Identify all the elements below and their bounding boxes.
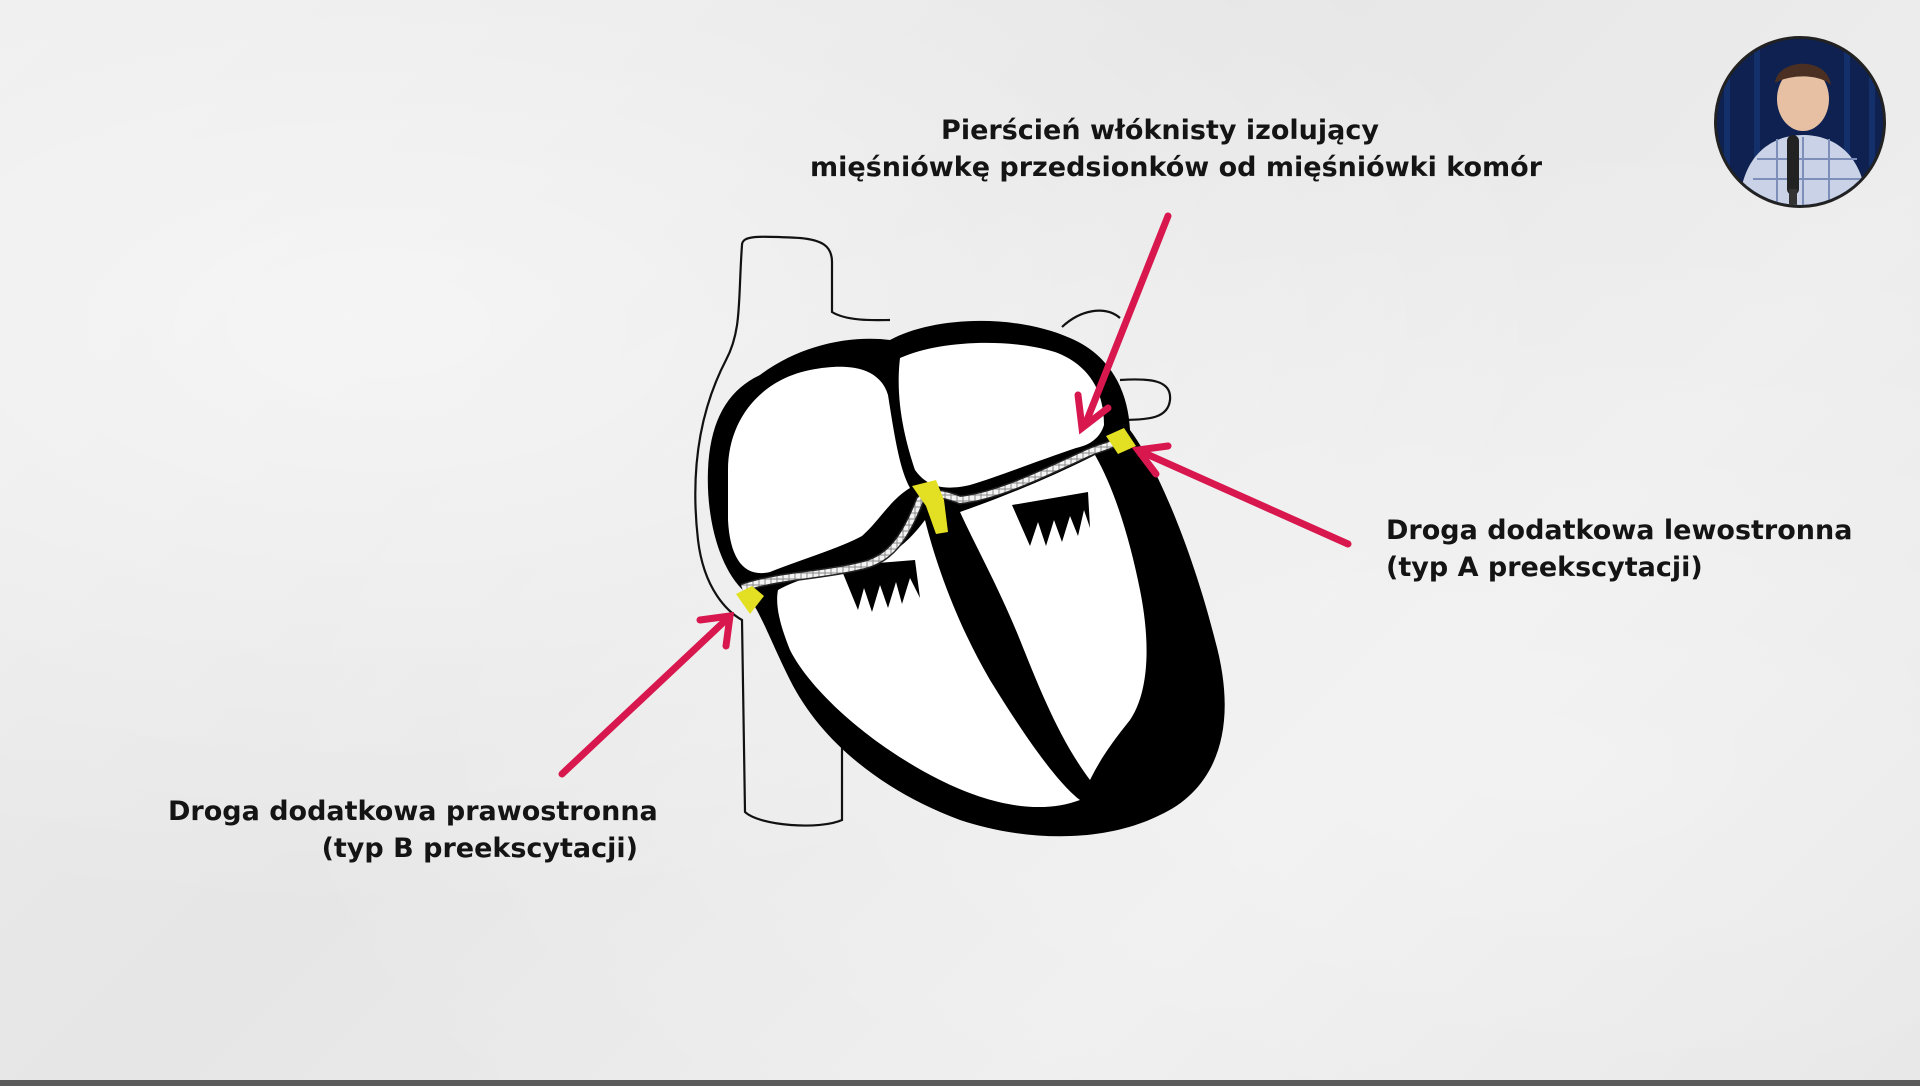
right-pathway-label-line2: (typ B preekscytacji)	[321, 833, 638, 864]
bottom-bar	[0, 1080, 1920, 1086]
left-ventricle	[960, 455, 1147, 780]
right-papillary	[840, 560, 920, 612]
left-papillary	[1012, 492, 1090, 546]
presenter-icon	[1717, 39, 1883, 205]
left-accessory-pathway	[1106, 428, 1136, 454]
left-atrium	[898, 342, 1104, 488]
arrow-annulus	[1074, 212, 1172, 435]
pulmonary-outline	[1061, 309, 1121, 328]
left-pathway-label: Droga dodatkowa lewostronna (typ A preek…	[1386, 512, 1852, 586]
annulus-label-line2: mięśniówkę przedsionków od mięśniówki ko…	[810, 152, 1543, 183]
left-pathway-label-line2: (typ A preekscytacji)	[1386, 552, 1703, 583]
aorta-outline	[740, 235, 891, 322]
arrow-left-pathway	[1131, 442, 1352, 548]
his-bundle	[912, 480, 948, 534]
left-pathway-label-line1: Droga dodatkowa lewostronna	[1386, 515, 1853, 546]
arrow-right-pathway	[558, 611, 735, 778]
right-pathway-label: Droga dodatkowa prawostronna (typ B pree…	[168, 793, 658, 867]
presenter-avatar	[1714, 36, 1886, 208]
annulus-label: Pierścień włóknisty izolujący mięśniówkę…	[810, 112, 1543, 186]
right-atrium	[728, 366, 910, 574]
annulus-label-line1: Pierścień włóknisty izolujący	[941, 115, 1379, 146]
vena-cava-outline	[694, 244, 844, 827]
right-accessory-pathway	[736, 586, 764, 614]
pulmonary-vein-outline	[1119, 378, 1172, 422]
right-pathway-label-line1: Droga dodatkowa prawostronna	[168, 796, 658, 827]
